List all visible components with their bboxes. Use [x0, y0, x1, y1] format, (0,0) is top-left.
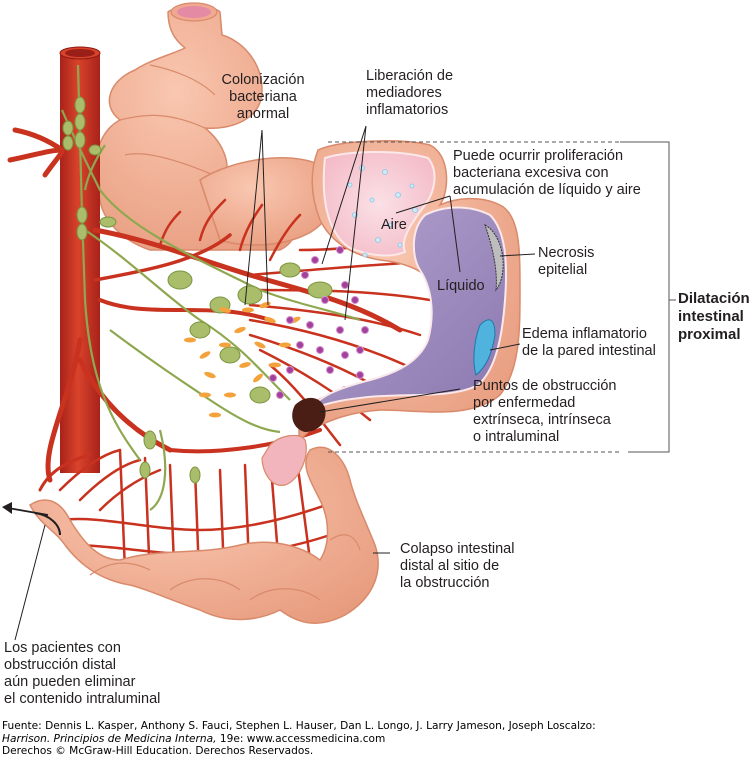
source-caption: Fuente: Dennis L. Kasper, Anthony S. Fau… [2, 720, 596, 758]
label-inflammatory-edema: Edema inflamatorio de la pared intestina… [522, 326, 656, 359]
label-fluid: Líquido [437, 278, 485, 294]
caption-rights: Derechos © McGraw-Hill Education. Derech… [2, 745, 314, 758]
leader-lines [14, 125, 536, 641]
lumen-opening [177, 6, 211, 18]
label-bacterial-proliferation: Puede ocurrir proliferación bacteriana e… [453, 148, 641, 198]
intraluminal-fluid [307, 206, 508, 413]
mesenteric-artery [7, 46, 101, 473]
label-epithelial-necrosis: Necrosis epitelial [538, 245, 595, 278]
label-inflammatory-mediators: Liberación de mediadores inflamatorios [366, 68, 454, 118]
label-air: Aire [381, 217, 407, 233]
caption-edition-url: 19e: www.accessmedicina.com [216, 732, 386, 745]
lymph-nodes [62, 96, 333, 484]
proximal-dilation-bracket [328, 141, 676, 453]
exit-arrow [7, 507, 49, 516]
bacteria [184, 301, 301, 418]
label-distal-patients: Los pacientes con obstrucción distal aún… [4, 640, 161, 707]
distal-collapsed-intestine [2, 446, 379, 624]
wall-edema [473, 319, 496, 376]
label-proximal-dilation: Dilatación intestinal proximal [678, 290, 750, 343]
obstruction-mass [292, 397, 326, 432]
lymphatic-vessels [60, 64, 361, 511]
intestinal-obstruction-illustration [2, 2, 676, 641]
label-distal-collapse: Colapso intestinal distal al sitio de la… [400, 541, 515, 591]
caption-book-title: Harrison. Principios de Medicina Interna… [2, 732, 217, 745]
dilated-proximal-segment [261, 140, 521, 486]
label-bacterial-colonization: Colonización bacteriana anormal [221, 72, 305, 122]
proximal-small-intestine-loops [95, 2, 334, 251]
caption-book: Harrison. Principios de Medicina Interna… [2, 733, 596, 746]
epithelial-necrosis [484, 223, 504, 292]
label-obstruction-points: Puntos de obstrucción por enfermedad ext… [473, 378, 617, 445]
caption-source: Fuente: Dennis L. Kasper, Anthony S. Fau… [2, 720, 596, 732]
